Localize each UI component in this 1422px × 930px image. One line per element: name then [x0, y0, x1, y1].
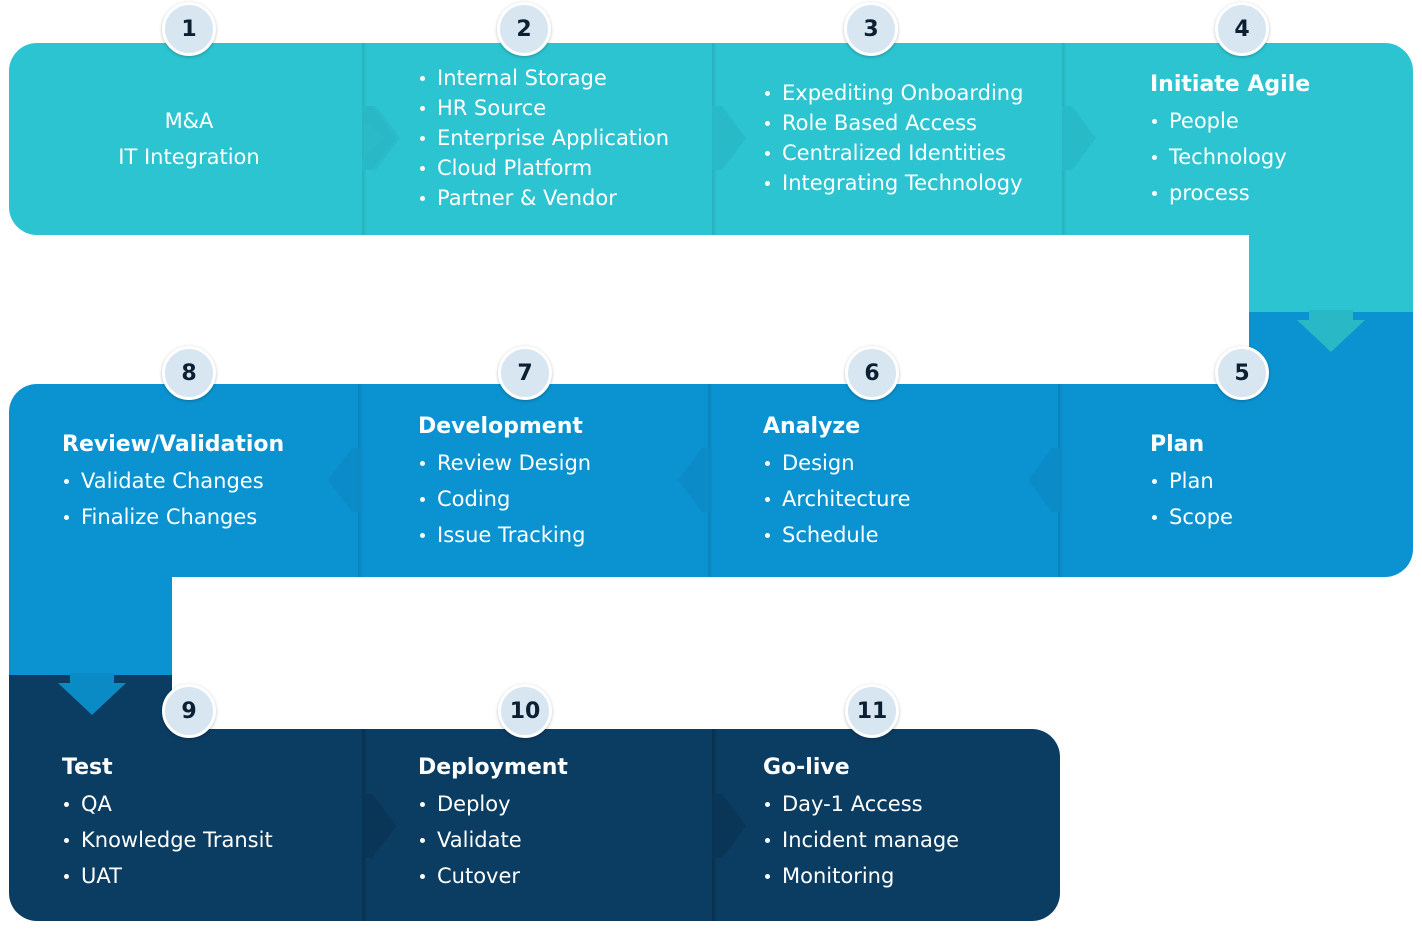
arrow-down-icon: [58, 673, 126, 715]
step-3-content: Expediting Onboarding Role Based Access …: [763, 78, 1023, 198]
step-10-heading: Deployment: [418, 755, 568, 780]
step-7-badge: 7: [498, 346, 552, 400]
step-10-content: Deployment Deploy Validate Cutover: [418, 750, 568, 894]
chevron-right-icon: [1062, 106, 1102, 170]
chevron-right-icon: [712, 106, 752, 170]
step-4-heading: Initiate Agile: [1150, 72, 1311, 97]
list-item: process: [1150, 175, 1310, 211]
list-item: Architecture: [763, 481, 911, 517]
step-1-line: IT Integration: [118, 145, 260, 169]
list-item: Scope: [1150, 499, 1233, 535]
step-3-badge: 3: [844, 2, 898, 56]
list-item: QA: [62, 786, 273, 822]
list-item: HR Source: [418, 93, 669, 123]
step-4-content: Initiate Agile People Technology process: [1150, 67, 1310, 211]
step-11-heading: Go-live: [763, 755, 850, 780]
list-item: Cutover: [418, 858, 568, 894]
row1-connector: [1249, 200, 1413, 312]
list-item: Design: [763, 445, 911, 481]
row1-band: [9, 43, 1413, 235]
chevron-left-icon: [1022, 448, 1062, 512]
step-10-badge: 10: [498, 684, 552, 738]
list-item: Coding: [418, 481, 591, 517]
chevron-right-icon: [712, 794, 752, 858]
step-1-badge: 1: [162, 2, 216, 56]
list-item: Centralized Identities: [763, 138, 1023, 168]
step-8-content: Review/Validation Validate Changes Final…: [62, 427, 284, 535]
step-7-content: Development Review Design Coding Issue T…: [418, 409, 591, 553]
list-item: People: [1150, 103, 1310, 139]
list-item: Issue Tracking: [418, 517, 591, 553]
list-item: UAT: [62, 858, 273, 894]
chevron-right-icon: [362, 106, 402, 170]
step-11-badge: 11: [845, 684, 899, 738]
list-item: Review Design: [418, 445, 591, 481]
chevron-left-icon: [672, 448, 712, 512]
list-item: Knowledge Transit: [62, 822, 273, 858]
step-5-heading: Plan: [1150, 432, 1205, 457]
step-2-badge: 2: [497, 2, 551, 56]
list-item: Internal Storage: [418, 63, 669, 93]
list-item: Validate: [418, 822, 568, 858]
list-item: Incident manage: [763, 822, 959, 858]
chevron-right-icon: [362, 794, 402, 858]
list-item: Validate Changes: [62, 463, 284, 499]
list-item: Day-1 Access: [763, 786, 959, 822]
list-item: Deploy: [418, 786, 568, 822]
step-2-content: Internal Storage HR Source Enterprise Ap…: [418, 63, 669, 213]
step-6-content: Analyze Design Architecture Schedule: [763, 409, 911, 553]
step-6-heading: Analyze: [763, 414, 861, 439]
step-8-badge: 8: [162, 346, 216, 400]
chevron-left-icon: [322, 448, 362, 512]
step-9-badge: 9: [162, 684, 216, 738]
step-9-content: Test QA Knowledge Transit UAT: [62, 750, 273, 894]
step-1-content: M&A IT Integration: [60, 103, 318, 175]
list-item: Integrating Technology: [763, 168, 1023, 198]
list-item: Role Based Access: [763, 108, 1023, 138]
list-item: Plan: [1150, 463, 1233, 499]
step-11-content: Go-live Day-1 Access Incident manage Mon…: [763, 750, 959, 894]
arrow-down-icon: [1297, 310, 1365, 352]
list-item: Technology: [1150, 139, 1310, 175]
list-item: Finalize Changes: [62, 499, 284, 535]
list-item: Partner & Vendor: [418, 183, 669, 213]
step-1-line: M&A: [164, 109, 214, 133]
list-item: Schedule: [763, 517, 911, 553]
step-5-content: Plan Plan Scope: [1150, 427, 1233, 535]
list-item: Expediting Onboarding: [763, 78, 1023, 108]
step-5-badge: 5: [1215, 346, 1269, 400]
list-item: Cloud Platform: [418, 153, 669, 183]
row2-left-connector: [9, 540, 172, 675]
step-6-badge: 6: [845, 346, 899, 400]
step-7-heading: Development: [418, 414, 583, 439]
step-4-badge: 4: [1215, 2, 1269, 56]
step-9-heading: Test: [62, 755, 113, 780]
step-8-heading: Review/Validation: [62, 432, 285, 457]
list-item: Monitoring: [763, 858, 959, 894]
row3-band: [9, 729, 1060, 921]
list-item: Enterprise Application: [418, 123, 669, 153]
